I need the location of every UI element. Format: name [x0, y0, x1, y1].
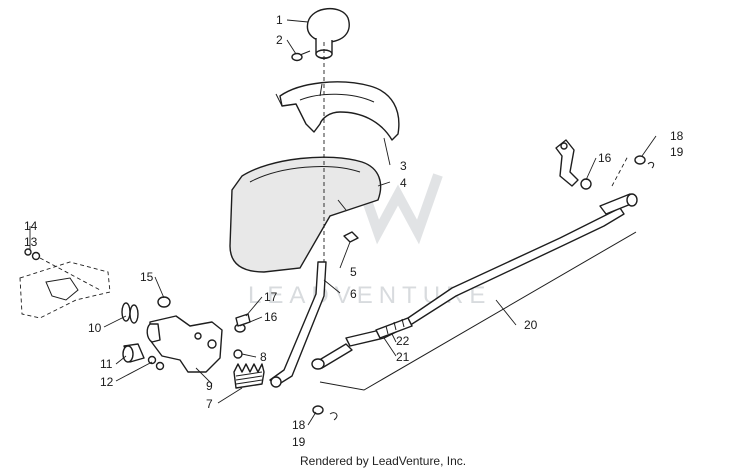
shift-lever[interactable]: [269, 261, 327, 388]
set-screw[interactable]: [291, 50, 311, 62]
callout-19-upper: 19: [670, 145, 684, 159]
footer-credit: Rendered by LeadVenture, Inc.: [300, 454, 466, 468]
washer-nut-12[interactable]: [147, 355, 165, 371]
callout-12: 12: [100, 375, 114, 389]
shift-rod[interactable]: [311, 193, 638, 370]
upper-linkage[interactable]: [555, 139, 592, 190]
lower-boot[interactable]: [229, 156, 382, 273]
callout-20: 20: [524, 318, 538, 332]
callout-11: 11: [100, 357, 113, 371]
callout-10: 10: [88, 321, 102, 335]
rod-end[interactable]: [375, 317, 413, 339]
clip-18-19-upper[interactable]: [634, 155, 655, 169]
o-rings[interactable]: [121, 302, 139, 324]
assembly-line-a: [611, 155, 629, 187]
shift-knob[interactable]: [306, 8, 350, 60]
callout-5: 5: [350, 265, 357, 279]
leader-lines: [29, 19, 657, 426]
upper-boot[interactable]: [275, 81, 400, 141]
callout-15: 15: [140, 270, 154, 284]
frame-bracket: [19, 248, 111, 319]
callout-2: 2: [276, 33, 283, 47]
bolt-11[interactable]: [122, 343, 145, 363]
callout-21: 21: [396, 350, 410, 364]
washer-15[interactable]: [157, 296, 171, 308]
callout-3: 3: [400, 159, 407, 173]
callout-22: 22: [396, 334, 410, 348]
clip-18-19-lower[interactable]: [312, 405, 338, 421]
callout-labels: 1 2 3 4 5 6 7 8 9 10 11 12 13 14 15 16 1…: [24, 13, 684, 449]
bolt-17[interactable]: [235, 313, 251, 327]
callout-6: 6: [350, 287, 357, 301]
callout-8: 8: [260, 350, 267, 364]
callout-14: 14: [24, 219, 38, 233]
callout-4: 4: [400, 176, 407, 190]
pivot-bracket[interactable]: [146, 315, 223, 373]
callout-9: 9: [206, 379, 213, 393]
callout-16-left: 16: [264, 310, 278, 324]
callout-16-upper: 16: [598, 151, 612, 165]
assembly-bracket: [319, 231, 637, 391]
spring[interactable]: [233, 363, 265, 389]
callout-1: 1: [276, 13, 283, 27]
callout-13: 13: [24, 235, 38, 249]
nut-8[interactable]: [233, 349, 243, 359]
bushing[interactable]: [343, 231, 359, 243]
callout-18-lower: 18: [292, 418, 306, 432]
callout-7: 7: [206, 397, 213, 411]
callout-17: 17: [264, 290, 278, 304]
callout-19-lower: 19: [292, 435, 306, 449]
callout-18-upper: 18: [670, 129, 684, 143]
